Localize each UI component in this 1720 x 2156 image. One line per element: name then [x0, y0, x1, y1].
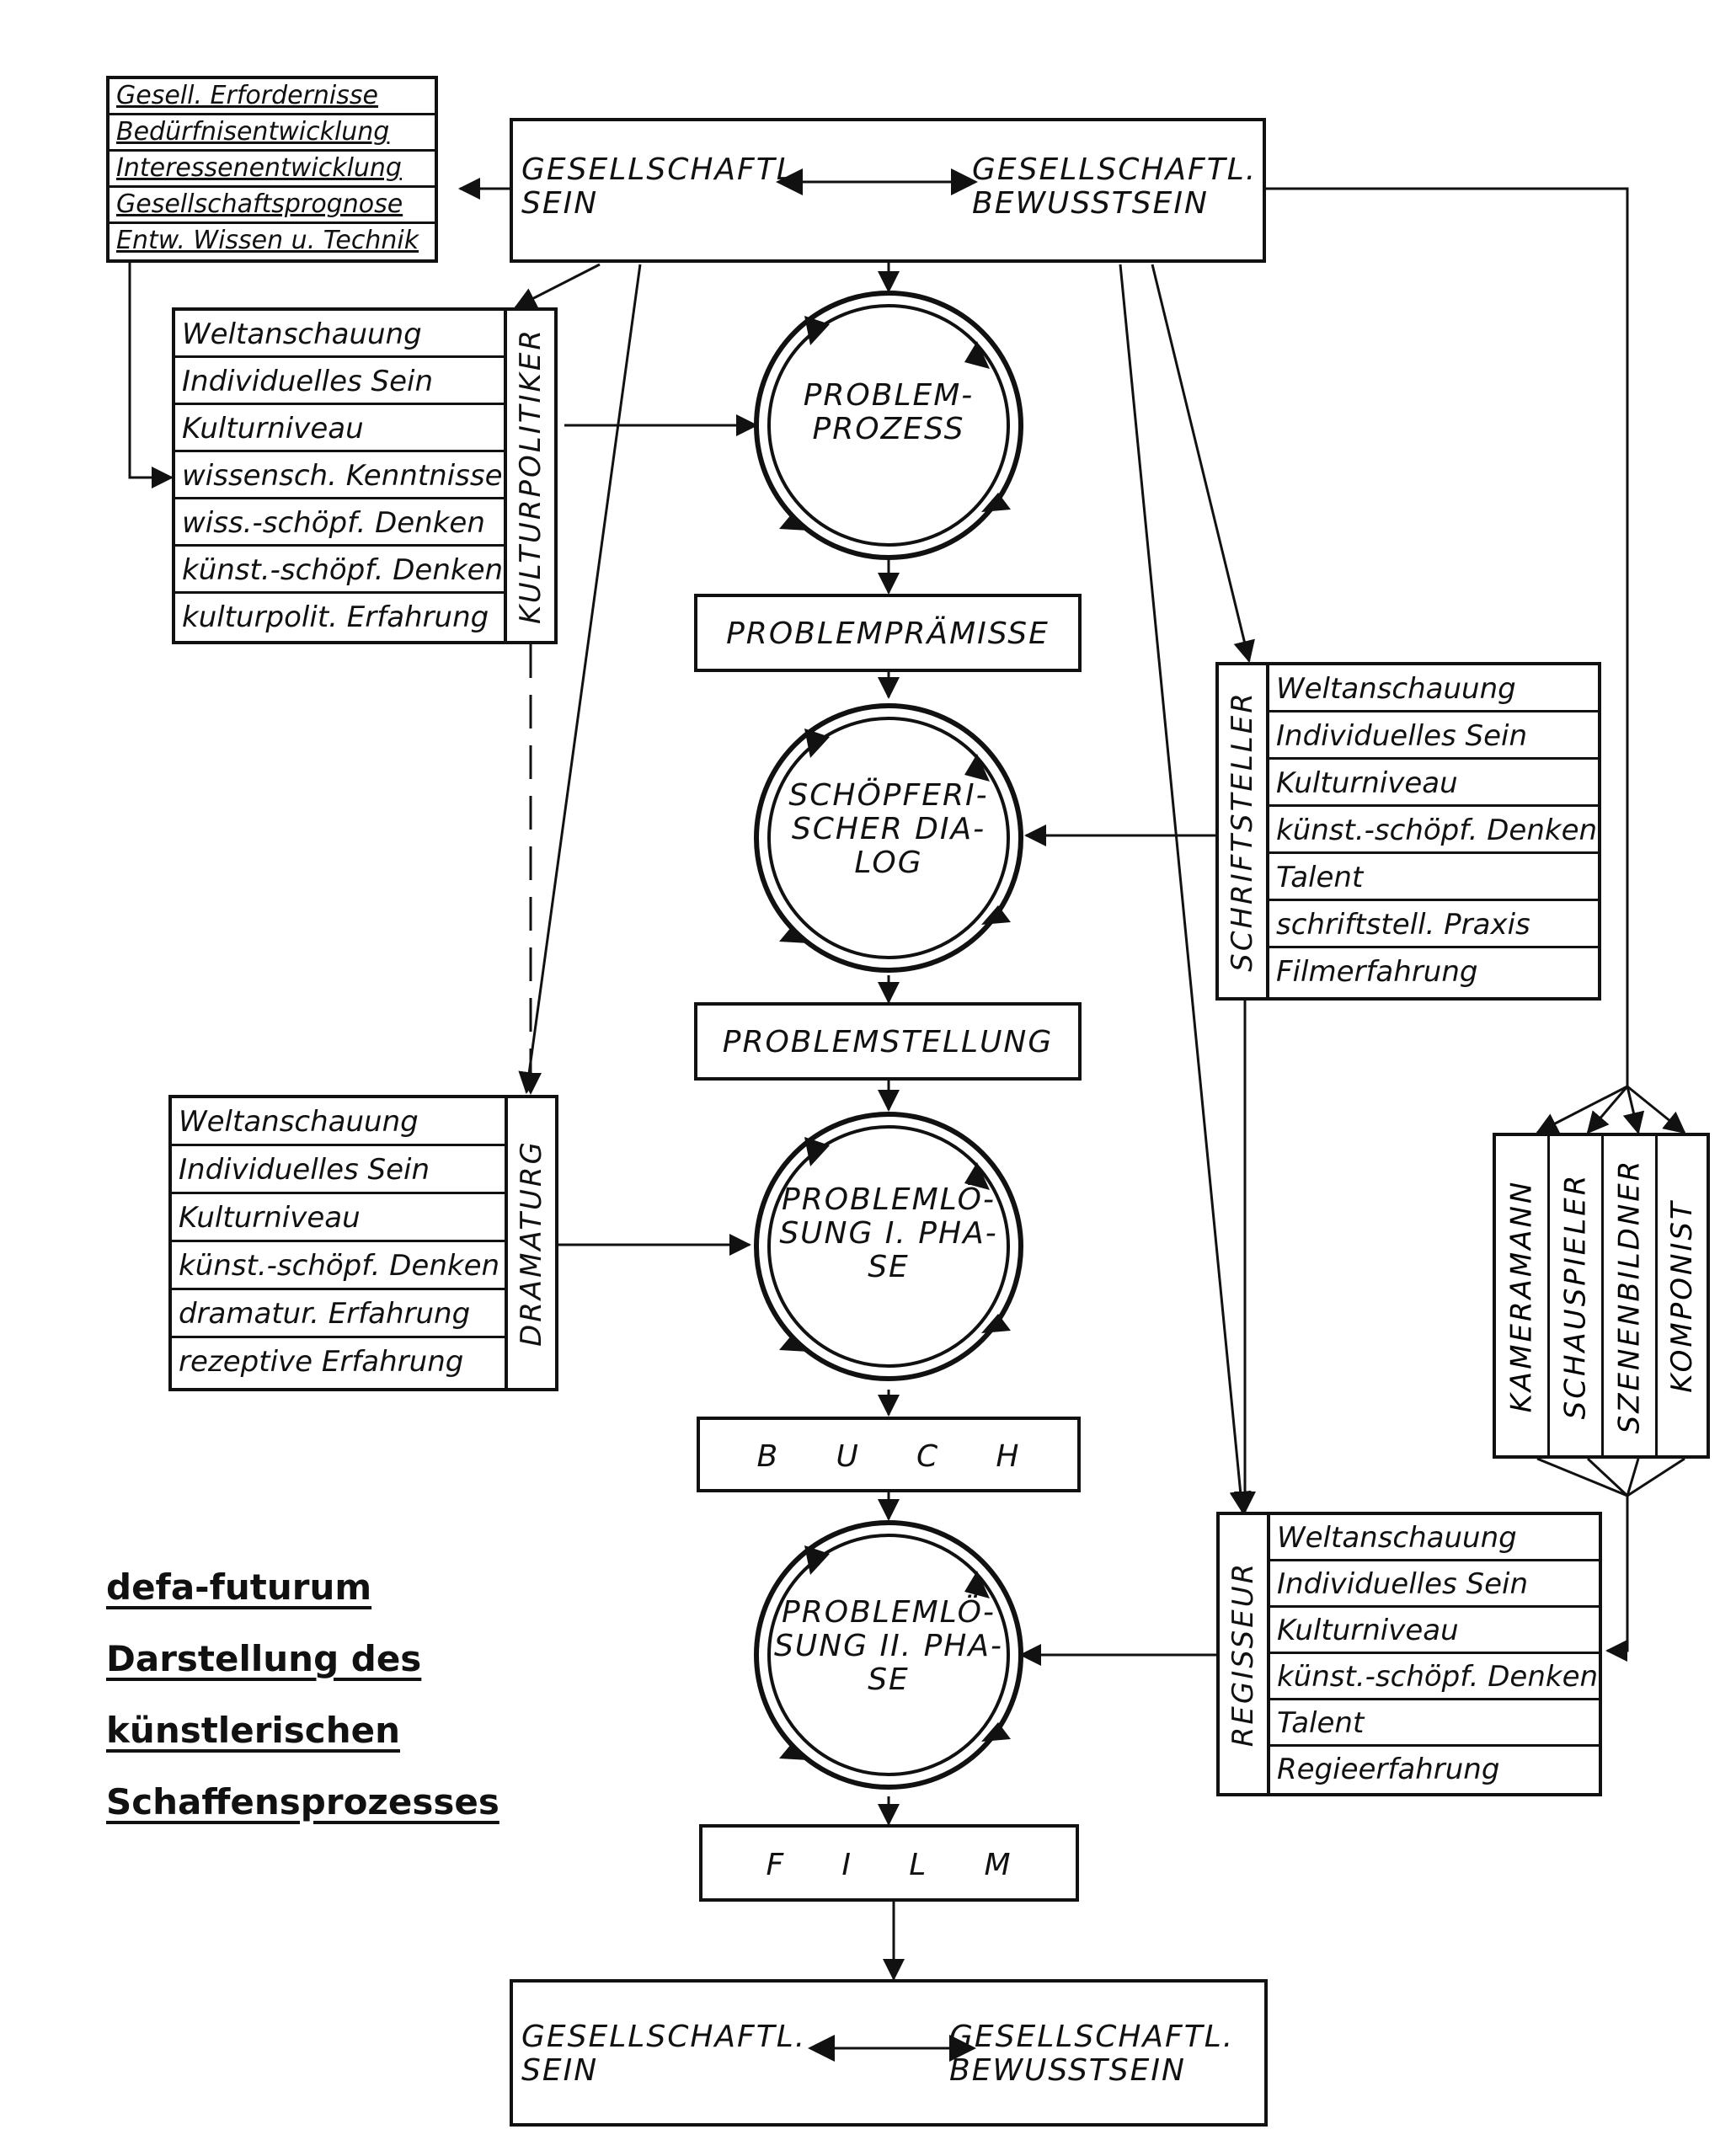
list-item: künst.-schöpf. Denken	[1270, 1654, 1599, 1700]
list-item: Filmerfahrung	[1276, 955, 1478, 989]
list-item: Individuelles Sein	[1269, 712, 1598, 760]
list-item: dramatur. Erfahrung	[172, 1290, 505, 1338]
regisseur-label: REGISSEUR	[1220, 1515, 1270, 1793]
list-item: Gesell. Erfordernisse	[110, 79, 435, 115]
stage-problemprozess: PROBLEM- PROZESS	[803, 378, 975, 446]
role-schauspieler: SCHAUSPIELER	[1550, 1136, 1604, 1455]
bottom-box-left-text: GESELLSCHAFTL. SEIN	[521, 2020, 807, 2088]
schriftsteller-label: SCHRIFTSTELLER	[1219, 665, 1269, 997]
list-item: künst.-schöpf. Denken	[175, 547, 504, 594]
dramaturg-label: DRAMATURG	[505, 1098, 555, 1388]
top-society-box: GESELLSCHAFTL. SEIN GESELLSCHAFTL. BEWUS…	[510, 118, 1266, 263]
list-item: Kulturniveau	[175, 405, 504, 452]
list-item: Individuelles Sein	[172, 1146, 505, 1194]
stage-film: F I L M	[699, 1824, 1079, 1902]
role-kameramann: KAMERAMANN	[1496, 1136, 1550, 1455]
top-box-left-text: GESELLSCHAFTL. SEIN	[521, 152, 807, 221]
list-item: Individuelles Sein	[175, 358, 504, 405]
caption-line-2: Darstellung des	[106, 1638, 422, 1679]
list-item: kulturpolit. Erfahrung	[182, 600, 489, 634]
list-item: Weltanschauung	[172, 1098, 505, 1146]
list-item: Weltanschauung	[1269, 665, 1598, 712]
social-requirements-list: Gesell. Erfordernisse Bedürfnisentwicklu…	[106, 76, 438, 263]
list-item: schriftstell. Praxis	[1269, 901, 1598, 948]
list-item: Interessenentwicklung	[110, 152, 435, 188]
kulturpolitiker-label: KULTURPOLITIKER	[504, 311, 554, 641]
list-item: Gesellschaftsprognose	[110, 188, 435, 224]
stage-problemloesung-2: PROBLEMLÖ- SUNG II. PHA- SE	[774, 1595, 1003, 1697]
list-item: wissensch. Kenntnisse	[175, 452, 504, 499]
caption-line-1: defa-futurum	[106, 1566, 372, 1608]
list-item: Kulturniveau	[1270, 1608, 1599, 1654]
list-item: Entw. Wissen u. Technik	[116, 226, 419, 255]
top-box-right-text: GESELLSCHAFTL. BEWUSSTSEIN	[972, 152, 1258, 221]
bottom-box-right-text: GESELLSCHAFTL. BEWUSSTSEIN	[949, 2020, 1235, 2088]
stage-schoepferischer-dialog: SCHÖPFERI- SCHER DIA- LOG	[788, 778, 989, 880]
list-item: Regieerfahrung	[1277, 1753, 1500, 1786]
list-item: Weltanschauung	[1270, 1515, 1599, 1561]
list-item: Talent	[1269, 854, 1598, 901]
stage-problemloesung-1: PROBLEMLÖ- SUNG I. PHA- SE	[779, 1182, 998, 1284]
schriftsteller-box: SCHRIFTSTELLER Weltanschauung Individuel…	[1215, 662, 1601, 1001]
stage-problemstellung: PROBLEMSTELLUNG	[694, 1002, 1082, 1081]
bottom-society-box: GESELLSCHAFTL. SEIN GESELLSCHAFTL. BEWUS…	[510, 1979, 1268, 2127]
list-item: Talent	[1270, 1700, 1599, 1747]
double-arrow-icon	[808, 2035, 976, 2062]
list-item: Weltanschauung	[175, 311, 504, 358]
list-item: Kulturniveau	[1269, 760, 1598, 807]
stage-buch: B U C H	[697, 1417, 1081, 1492]
role-komponist: KOMPONIST	[1665, 1198, 1699, 1393]
double-arrow-icon	[776, 168, 978, 195]
list-item: Kulturniveau	[172, 1194, 505, 1242]
list-item: wiss.-schöpf. Denken	[175, 499, 504, 547]
role-szenenbildner: SZENENBILDNER	[1604, 1136, 1658, 1455]
kulturpolitiker-box: Weltanschauung Individuelles Sein Kultur…	[172, 307, 558, 644]
list-item: rezeptive Erfahrung	[179, 1345, 464, 1379]
list-item: Bedürfnisentwicklung	[110, 115, 435, 152]
list-item: Individuelles Sein	[1270, 1561, 1599, 1608]
list-item: künst.-schöpf. Denken	[1269, 807, 1598, 854]
roles-box: KAMERAMANN SCHAUSPIELER SZENENBILDNER KO…	[1493, 1133, 1710, 1459]
stage-problempraemisse: PROBLEMPRÄMISSE	[694, 594, 1082, 672]
caption-line-4: Schaffensprozesses	[106, 1781, 499, 1822]
list-item: künst.-schöpf. Denken	[172, 1242, 505, 1290]
regisseur-box: REGISSEUR Weltanschauung Individuelles S…	[1216, 1512, 1602, 1796]
dramaturg-box: Weltanschauung Individuelles Sein Kultur…	[168, 1095, 558, 1391]
caption-line-3: künstlerischen	[106, 1710, 400, 1751]
